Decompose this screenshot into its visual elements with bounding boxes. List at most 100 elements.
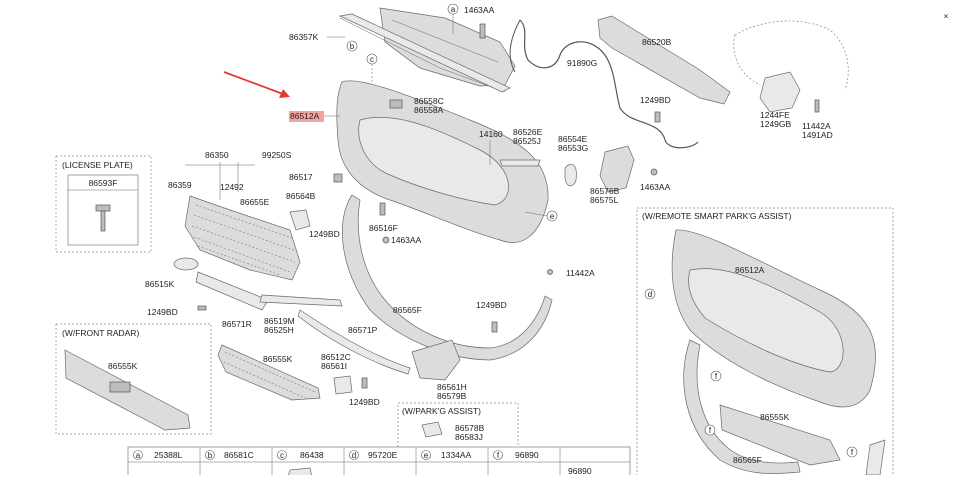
callout-f-2[interactable] [704,424,716,436]
label-1491AD[interactable]: 11442A [566,268,595,278]
label-86561I[interactable]: 86512C [321,352,351,362]
license-plate-frame [55,155,152,253]
screw-head-icon [95,204,111,212]
bolt-11442A [379,202,386,216]
legend-key-e: e [424,451,429,460]
label-86512A[interactable]: 86512A [290,111,320,121]
callout-e-label: e [550,212,555,221]
callout-d[interactable] [644,288,656,300]
label-86593F[interactable]: 86593F [89,178,118,188]
bolt-1463AA [479,23,486,39]
wiring-harness-91890G [519,19,699,149]
side-trim-alt [865,439,886,476]
highlight-arrow-icon [223,71,290,98]
legend-key-c: c [280,451,284,460]
label-86350[interactable]: 86350 [205,150,229,160]
label-86512C-radar[interactable]: 86555K [108,361,138,371]
callout-c-label: c [370,55,374,64]
label-86525H-alt[interactable]: 86565F [733,455,762,465]
callout-b[interactable] [346,40,358,52]
label-86558A[interactable]: 86558A [414,105,444,115]
legend-part-86438[interactable]: 86438 [300,450,324,460]
label-1249BD-lower[interactable]: 1249BD [476,300,507,310]
license-plate-title: (LICENSE PLATE) [62,160,133,170]
label-86512C-main[interactable]: 86555K [263,354,293,364]
label-11442A[interactable]: 86516F [369,223,398,233]
label-86555K[interactable]: 86571R [222,319,252,329]
label-86562J[interactable]: 86583J [455,432,483,442]
label-86359[interactable]: 86359 [168,180,192,190]
label-86565F[interactable]: 86571P [348,325,378,335]
legend-part-1334AA[interactable]: 1334AA [441,450,472,460]
label-86515K[interactable]: 1249GB [760,119,792,129]
lower-bumper-86525H [342,194,553,361]
highlight-86512A [289,111,324,122]
upper-bracket-part [379,7,516,87]
legend-part-96890[interactable]: 96890 [515,450,539,460]
emblem-86359 [173,257,199,271]
label-86575L[interactable]: 86575L [590,195,619,205]
label-86571R[interactable]: 86519M [264,316,295,326]
label-91890G[interactable]: 91890G [567,58,597,68]
legend-part-1249EB[interactable]: 96890 [568,466,592,476]
bumper-grille-opening [358,117,509,206]
label-86512C-alt[interactable]: 86555K [760,412,790,422]
legend-part-25388L[interactable]: 25388L [154,450,183,460]
label-86558C[interactable]: 86558C [414,96,444,106]
legend-part-86581C[interactable]: 86581C [224,450,254,460]
label-86516F[interactable]: 1244FE [760,110,790,120]
nut-1463AA-mid [382,236,390,244]
label-86561H[interactable]: 86561I [321,361,347,371]
upper-garnish-86357K [338,13,511,93]
label-86571P[interactable]: 86525H [264,325,294,335]
label-86525J[interactable]: 86525J [513,136,541,146]
label-1249BD-upper[interactable]: 1249BD [640,95,671,105]
nut-1463AA [650,168,658,176]
label-86526E[interactable]: 86526E [513,127,543,137]
callout-f-label-3: f [851,448,854,457]
label-86554E[interactable]: 86554E [558,134,588,144]
label-14160[interactable]: 14160 [479,129,503,139]
label-86564B[interactable]: 86564B [286,191,316,201]
callout-f-label-2: f [709,426,712,435]
label-86578B[interactable]: 86579B [437,391,467,401]
callout-f-3[interactable] [846,446,858,458]
label-86525H[interactable]: 86565F [393,305,422,315]
label-86553G[interactable]: 86553G [558,143,588,153]
label-1244FE[interactable]: 11442A [802,121,831,131]
label-1249BD-mid[interactable]: 1249BD [309,229,340,239]
close-icon[interactable]: × [944,11,949,21]
bolt-1249BD-bottom [361,377,368,389]
bumper-grille-opening-alt [688,268,844,373]
label-86520B[interactable]: 86520B [642,37,672,47]
front-radar-title: (W/FRONT RADAR) [62,328,139,338]
rivet-1491AD [547,269,553,275]
label-12492[interactable]: 12492 [220,182,244,192]
legend-key-d: d [352,451,356,460]
label-86517[interactable]: 86517 [289,172,313,182]
label-1463AA-mid[interactable]: 1463AA [391,235,422,245]
garnish-86579B [411,339,461,381]
callout-f-1[interactable] [710,370,722,382]
label-1463AA-right[interactable]: 1463AA [640,182,671,192]
label-1463AA-top[interactable]: 1463AA [464,5,495,15]
legend-part-95720E[interactable]: 95720E [368,450,398,460]
label-86512A-alt[interactable]: 86512A [735,265,765,275]
grille-mesh-pattern [191,204,296,276]
bolt-1244FE [814,99,820,113]
lip-86565F [297,309,411,375]
label-86357K[interactable]: 86357K [289,32,319,42]
label-86519M[interactable]: 86515K [145,279,175,289]
label-86579B[interactable]: 86561H [437,382,467,392]
clip-86517 [333,173,343,183]
label-1249GB[interactable]: 1491AD [802,130,833,140]
bracket-86561 [333,375,353,395]
label-1249BD-bottom[interactable]: 1249BD [349,397,380,407]
legend-key-b: b [208,451,213,460]
label-99250S[interactable]: 99250S [262,150,292,160]
label-86583J[interactable]: 86578B [455,423,485,433]
lower-grille-86512C-alt [719,404,841,466]
label-86655E[interactable]: 86655E [240,197,270,207]
label-86576B[interactable]: 86576B [590,186,620,196]
label-1249BD-left[interactable]: 1249BD [147,307,178,317]
